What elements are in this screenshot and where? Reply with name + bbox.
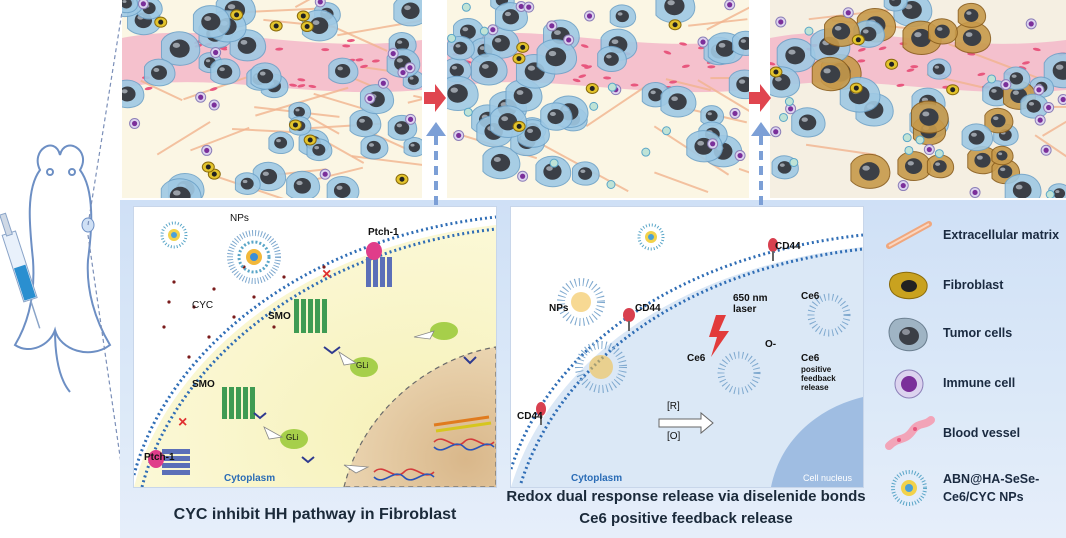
tissue-strip-2 bbox=[447, 0, 749, 198]
upward-dashed-arrow-icon bbox=[751, 122, 771, 212]
cell-nucleus-label: Cell nucleus bbox=[803, 473, 853, 483]
cytoplasm-label: Cytoplasm bbox=[571, 473, 623, 484]
tissue-strip-1 bbox=[122, 0, 422, 198]
ecm-fiber-icon bbox=[886, 221, 932, 249]
smo-top-label: SMO bbox=[268, 311, 291, 322]
cd44-left-label: CD44 bbox=[517, 411, 543, 422]
smo-bottom-label: SMO bbox=[192, 379, 215, 390]
fibroblast-icon bbox=[889, 271, 928, 300]
ptch1-bottom-label: Ptch-1 bbox=[144, 452, 175, 463]
ptch1-top-label: Ptch-1 bbox=[368, 227, 399, 238]
panel1-caption: CYC inhibit HH pathway in Fibroblast bbox=[173, 506, 457, 523]
hh-pathway-panel: × × bbox=[133, 206, 497, 488]
nps-label: NPs bbox=[549, 303, 569, 314]
ce6-label: Ce6 bbox=[687, 353, 706, 364]
nanoparticle-icon bbox=[891, 470, 927, 506]
gli-bottom-label: GLi bbox=[286, 433, 299, 442]
tissue-strip-3 bbox=[770, 0, 1066, 198]
laser-label: 650 nm laser bbox=[733, 293, 768, 315]
cytoplasm-label: Cytoplasm bbox=[224, 473, 276, 484]
o-minus-label: O- bbox=[765, 339, 777, 350]
cd44-mid-label: CD44 bbox=[635, 303, 661, 314]
nps-label: NPs bbox=[230, 213, 249, 224]
oxidation-label: [O] bbox=[667, 431, 681, 442]
panel2-caption-line1: Redox dual response release via diseleni… bbox=[506, 488, 866, 505]
cyc-label: CYC bbox=[192, 300, 214, 311]
tumor-cell-icon bbox=[888, 317, 928, 352]
cd44-top-label: CD44 bbox=[775, 241, 801, 252]
upward-dashed-arrow-icon bbox=[426, 122, 446, 212]
reduction-label: [R] bbox=[667, 401, 680, 412]
svg-text:×: × bbox=[322, 266, 331, 283]
ce6-label: Ce6 bbox=[801, 291, 820, 302]
zoom-connector-lines bbox=[87, 11, 123, 471]
mouse-illustration bbox=[0, 130, 130, 400]
feedback-label: positive feedback release bbox=[801, 365, 836, 392]
redox-release-panel: CD44 NPs CD44 650 nm laser Ce6 Ce6 O- Ce… bbox=[510, 206, 864, 488]
transition-arrow-icon bbox=[424, 84, 446, 112]
immune-cell-icon bbox=[894, 369, 924, 399]
svg-text:×: × bbox=[178, 414, 187, 431]
transition-arrow-icon bbox=[749, 84, 771, 112]
blood-vessel-icon bbox=[885, 416, 935, 450]
panel2-caption-line2: Ce6 positive feedback release bbox=[579, 510, 793, 527]
ce6-label: Ce6 bbox=[801, 353, 820, 364]
gli-top-label: GLi bbox=[356, 361, 369, 370]
